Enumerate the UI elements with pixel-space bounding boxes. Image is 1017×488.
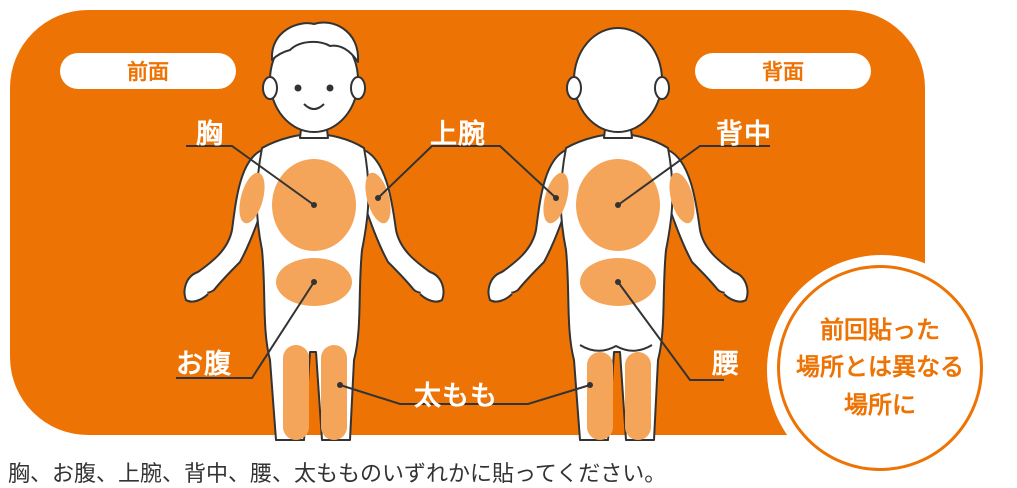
instruction-caption: 胸、お腹、上腕、背中、腰、太もものいずれかに貼ってください。: [8, 462, 667, 487]
patch-front-left-thigh: [283, 345, 309, 440]
leader-dots: [311, 195, 621, 388]
front-face: [294, 84, 334, 110]
back-view-label: 背面: [762, 60, 804, 84]
badge-line-1: 前回貼った: [820, 316, 940, 345]
label-upper-arm: 上腕: [430, 119, 486, 150]
label-thigh: 太もも: [414, 381, 498, 412]
patch-front-right-thigh: [321, 345, 347, 440]
label-chest: 胸: [196, 119, 224, 150]
label-belly: お腹: [176, 349, 232, 380]
front-view-pill: 前面: [60, 53, 236, 89]
label-lower-back: 腰: [712, 349, 740, 380]
patch-back-left-thigh: [587, 352, 613, 440]
patch-back-right-arm: [669, 172, 695, 224]
back-view-pill: 背面: [695, 53, 871, 89]
badge-line-3: 場所に: [844, 390, 916, 419]
badge-line-2: 場所とは異なる: [796, 353, 964, 382]
front-view-label: 前面: [127, 60, 169, 84]
patch-back-right-thigh: [625, 352, 651, 440]
patch-front-left-arm: [239, 172, 265, 224]
leader-lines: [176, 145, 770, 405]
label-back-center: 背中: [716, 119, 772, 150]
reminder-badge-ring: 前回貼った 場所とは異なる 場所に: [777, 265, 983, 471]
